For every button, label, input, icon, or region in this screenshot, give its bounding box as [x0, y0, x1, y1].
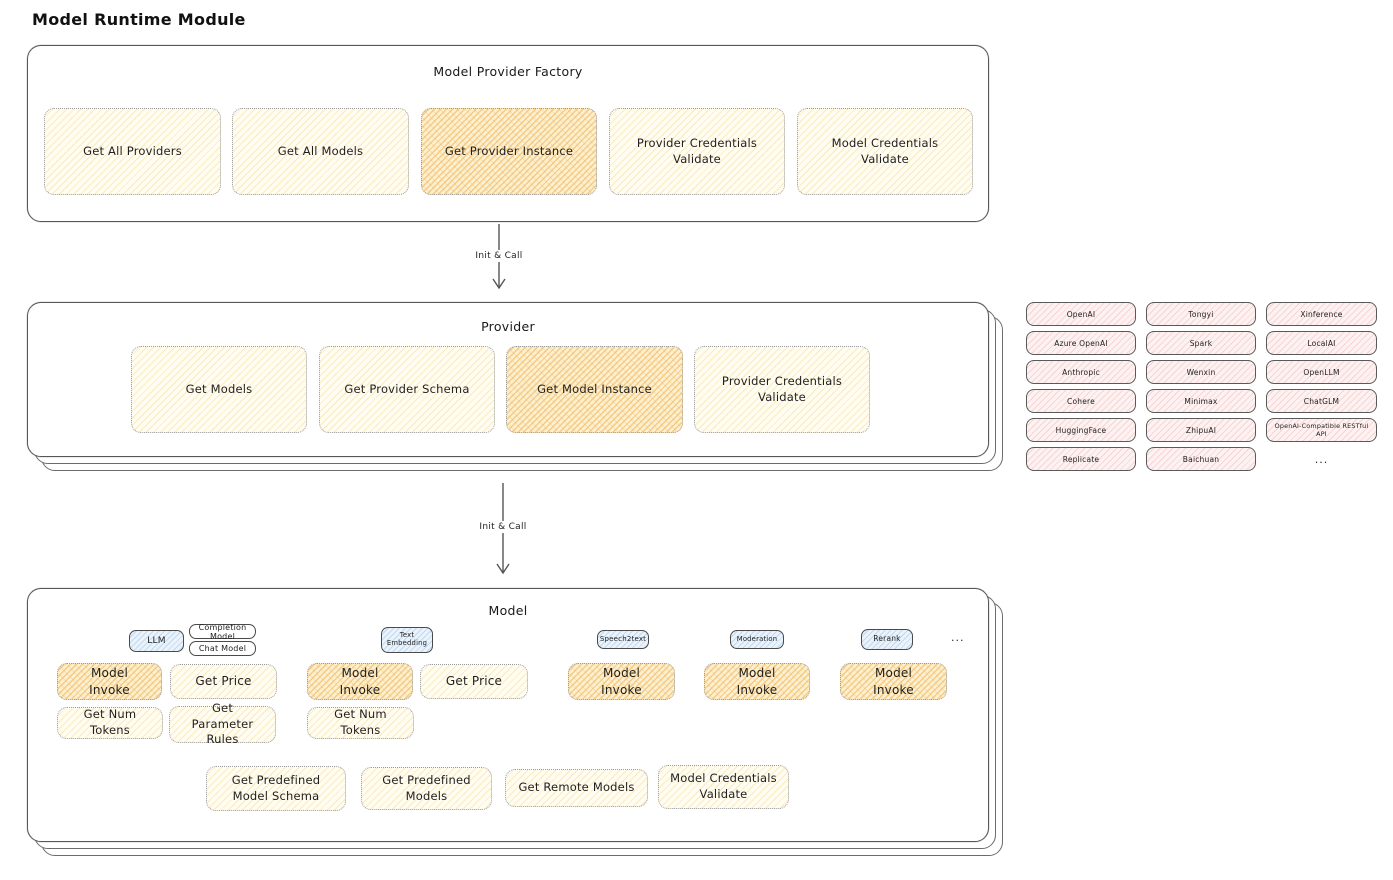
provider-chip-azure-openai: Azure OpenAI [1026, 331, 1136, 355]
node-get-parameter-rules: Get Parameter Rules [169, 701, 276, 746]
tab-moderation: Moderation [730, 630, 784, 649]
provider-chip-xinference: Xinference [1266, 302, 1377, 326]
provider-chip-baichuan: Baichuan [1146, 447, 1256, 471]
node-get-models: Get Models [131, 346, 307, 433]
provider-chip-minimax: Minimax [1146, 389, 1256, 413]
provider-chip-openai: OpenAI [1026, 302, 1136, 326]
node-get-all-providers: Get All Providers [44, 108, 221, 195]
provider-chip-spark: Spark [1146, 331, 1256, 355]
tab-text-embedding: Text Embedding [381, 627, 433, 653]
node-model-invoke-speech2text: Model Invoke [568, 663, 675, 700]
init-call-label-1: Init & Call [459, 250, 539, 262]
providers-more-ellipsis: ... [1314, 452, 1329, 466]
tab-speech2text: Speech2text [597, 630, 649, 649]
node-provider-credentials-validate: Provider Credentials Validate [609, 108, 785, 195]
factory-box: Model Provider Factory Get All Providers… [27, 45, 989, 222]
node-provider-credentials-validate-2: Provider Credentials Validate [694, 346, 870, 433]
provider-chip-chatglm: ChatGLM [1266, 389, 1377, 413]
node-model-credentials-validate: Model Credentials Validate [797, 108, 973, 195]
label-completion-model: Completion Model [189, 623, 256, 641]
model-box: Model LLM Completion Model Chat Model Te… [27, 588, 989, 842]
provider-chip-anthropic: Anthropic [1026, 360, 1136, 384]
node-get-price-llm: Get Price [170, 664, 277, 699]
provider-chip-zhipuai: ZhipuAI [1146, 418, 1256, 442]
init-call-label-2: Init & Call [463, 521, 543, 533]
provider-chip-openai-compatible: OpenAI-Compatible RESTful API [1266, 418, 1377, 442]
node-model-invoke-moderation: Model Invoke [704, 663, 810, 700]
provider-chip-localai: LocalAI [1266, 331, 1377, 355]
node-get-remote-models: Get Remote Models [505, 769, 648, 807]
provider-chip-replicate: Replicate [1026, 447, 1136, 471]
model-title: Model [488, 603, 528, 618]
node-get-num-tokens-text-embedding: Get Num Tokens [307, 707, 414, 739]
node-get-price-text-embedding: Get Price [420, 664, 528, 699]
node-get-provider-instance: Get Provider Instance [421, 108, 597, 195]
node-get-all-models: Get All Models [232, 108, 409, 195]
provider-chip-openllm: OpenLLM [1266, 360, 1377, 384]
tab-llm: LLM [129, 630, 184, 652]
provider-title: Provider [481, 319, 535, 334]
node-model-credentials-validate-2: Model Credentials Validate [658, 765, 789, 809]
providers-panel: OpenAI Tongyi Xinference Azure OpenAI Sp… [1026, 302, 1377, 471]
provider-box: Provider Get Models Get Provider Schema … [27, 302, 989, 457]
tab-rerank: Rerank [861, 629, 913, 650]
tabs-more-ellipsis: ... [951, 631, 965, 644]
provider-chip-cohere: Cohere [1026, 389, 1136, 413]
provider-chip-tongyi: Tongyi [1146, 302, 1256, 326]
node-get-predefined-models: Get Predefined Models [361, 767, 492, 810]
node-model-invoke-llm: Model Invoke [57, 663, 162, 700]
label-chat-model: Chat Model [189, 641, 256, 656]
node-get-provider-schema: Get Provider Schema [319, 346, 495, 433]
provider-chip-wenxin: Wenxin [1146, 360, 1256, 384]
node-model-invoke-rerank: Model Invoke [840, 663, 947, 700]
factory-title: Model Provider Factory [433, 64, 583, 79]
node-get-model-instance: Get Model Instance [506, 346, 683, 433]
node-get-predefined-model-schema: Get Predefined Model Schema [206, 766, 346, 811]
node-get-num-tokens-llm: Get Num Tokens [57, 707, 163, 739]
page-title: Model Runtime Module [32, 10, 246, 29]
provider-chip-huggingface: HuggingFace [1026, 418, 1136, 442]
node-model-invoke-text-embedding: Model Invoke [307, 663, 413, 700]
